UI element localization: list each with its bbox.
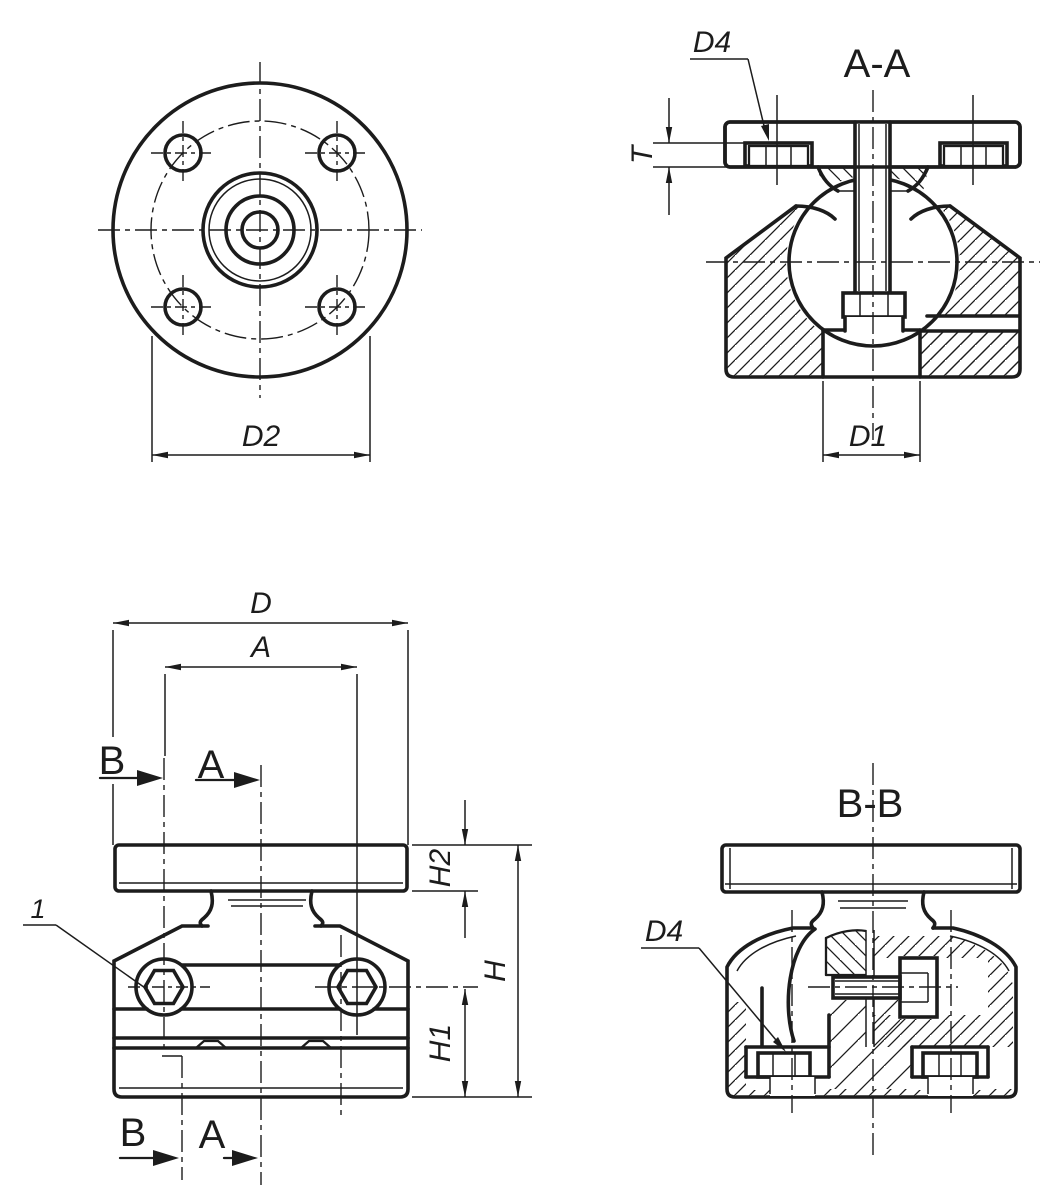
dim-label-d: D xyxy=(250,587,272,620)
leader-d4-aa: D4 xyxy=(690,26,769,141)
section-view-aa: T D4 D1 A-A xyxy=(626,26,1040,462)
section-title-aa: A-A xyxy=(844,42,911,86)
flange-front xyxy=(113,843,409,893)
item-callout-1: 1 xyxy=(23,894,149,991)
bolt-circle xyxy=(150,120,370,340)
section-letter-b-top: B xyxy=(99,739,126,783)
flange-bb xyxy=(720,843,1022,894)
left-wall-section xyxy=(727,1002,746,1089)
leader-label-d4-bb: D4 xyxy=(645,915,683,948)
dimension-h1: H1 xyxy=(412,989,532,1098)
socket-circle xyxy=(224,194,296,266)
section-marker-b-bottom: B xyxy=(118,1111,179,1166)
body-front xyxy=(112,924,410,1099)
dimension-d1: D1 xyxy=(822,381,921,462)
dim-label-h: H xyxy=(479,960,512,982)
front-view: D A B A xyxy=(23,587,532,1185)
top-view: D2 xyxy=(98,62,422,462)
section-letter-b-bottom: B xyxy=(120,1111,147,1155)
section-marker-b-top: B xyxy=(99,739,163,786)
section-marker-a-top: A xyxy=(194,743,260,788)
dim-label-a: A xyxy=(249,631,271,664)
dimension-d2: D2 xyxy=(151,336,371,462)
boss-chamfer-circle xyxy=(208,178,312,282)
section-title-bb: B-B xyxy=(837,782,904,826)
center-hole xyxy=(240,210,280,250)
dim-label-h1: H1 xyxy=(424,1024,457,1062)
dim-label-d1: D1 xyxy=(849,420,887,453)
neck-left xyxy=(198,889,215,928)
dimension-d: D xyxy=(112,587,409,845)
section-marker-a-bottom: A xyxy=(199,1113,258,1166)
item-label-1: 1 xyxy=(30,894,45,924)
dimension-t: T xyxy=(626,98,745,215)
leader-d4-bb: D4 xyxy=(641,915,786,1052)
bottom-band-section xyxy=(727,1089,1016,1096)
bolt-holes xyxy=(151,121,369,339)
boss-circle xyxy=(201,171,319,289)
section-letter-a-bottom: A xyxy=(199,1113,226,1157)
dim-label-t: T xyxy=(626,143,659,164)
dimension-h2: H2 xyxy=(412,800,532,938)
dim-label-d2: D2 xyxy=(242,420,281,453)
dimension-a: A xyxy=(164,631,358,1035)
lower-jaw-section xyxy=(921,331,1019,376)
flange-outline xyxy=(111,81,409,379)
ball-arc-bb xyxy=(786,927,817,1043)
slot-nut-right xyxy=(910,1045,990,1096)
leader-label-d4-aa: D4 xyxy=(693,26,731,59)
clamp-slit xyxy=(927,316,1020,331)
dimension-h: H xyxy=(479,845,522,1097)
section-view-bb: D4 B-B xyxy=(641,763,1022,1155)
ball-nut xyxy=(841,291,907,333)
body-outline-bb xyxy=(725,926,1018,1099)
right-jaw-section xyxy=(873,936,1013,1047)
jaw-wedge-section xyxy=(826,930,866,975)
dim-label-h2: H2 xyxy=(424,849,457,888)
neck-right xyxy=(308,889,325,928)
slot-nut-left xyxy=(744,1013,831,1096)
